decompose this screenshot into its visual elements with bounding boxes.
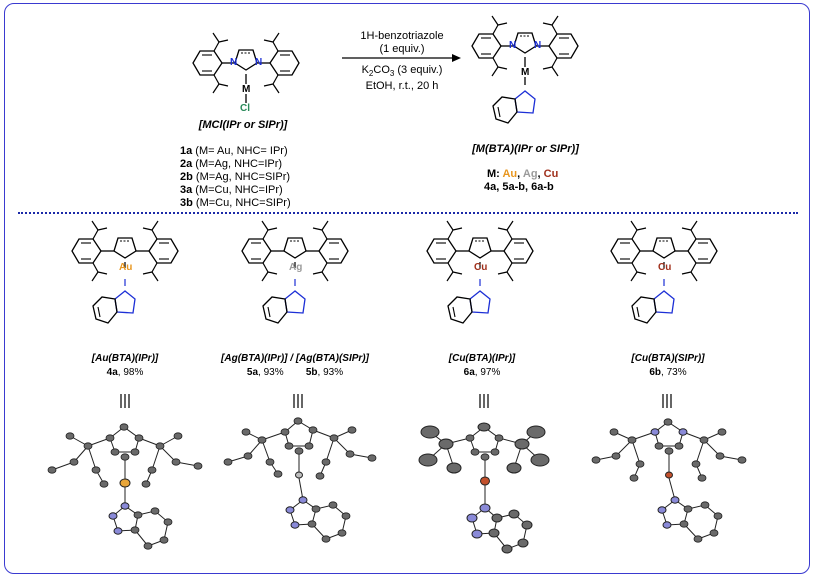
metal-ag-label: Ag — [289, 262, 303, 273]
crystal-structure-4a — [47, 423, 203, 550]
section-separator — [18, 212, 798, 214]
complex-5-structure — [241, 220, 349, 324]
atom-metal: M — [242, 84, 251, 95]
list-item: 1a (M= Au, NHC= IPr) — [180, 145, 288, 157]
atom-n: N — [230, 57, 238, 68]
atom-n: N — [255, 57, 263, 68]
complex-6a-yield: 6a, 97% — [463, 367, 501, 378]
complex-4a-yield: 4a, 98% — [106, 367, 144, 378]
complex-5-yield: 5a, 93% 5b, 93% — [246, 367, 344, 378]
atom-chlorine: Cl — [240, 103, 250, 114]
starting-material-label: [MCl(IPr or SIPr)] — [198, 119, 288, 131]
complex-6a-structure — [426, 220, 534, 324]
atom-n: N — [509, 40, 517, 51]
product-metals: M: Au, Ag, Cu — [487, 168, 559, 180]
crystal-structure-5 — [223, 417, 377, 543]
metal-cu-label: Cu — [474, 262, 488, 273]
metal-cu-label: Cu — [658, 262, 672, 273]
atom-n: N — [534, 40, 542, 51]
list-item: 3b (M=Cu, NHC=SIPr) — [180, 197, 291, 209]
crystal-structure-6b — [591, 418, 747, 543]
starting-compound-list: 1a (M= Au, NHC= IPr) 2a (M=Ag, NHC=IPr) … — [180, 145, 291, 210]
complex-4a-structure — [71, 220, 179, 324]
complex-6b-label: [Cu(BTA)(SIPr)] — [631, 353, 705, 364]
complex-4a-label: [Au(BTA)(IPr)] — [91, 353, 159, 364]
product-numbers: 4a, 5a-b, 6a-b — [484, 181, 554, 193]
figure-frame — [4, 3, 810, 574]
product-label: [M(BTA)(IPr or SIPr)] — [472, 143, 579, 155]
atom-metal: M — [521, 67, 530, 78]
list-item: 3a (M=Cu, NHC=IPr) — [180, 184, 283, 196]
complex-6a-label: [Cu(BTA)(IPr)] — [448, 353, 516, 364]
arrow-head — [452, 54, 461, 62]
product-structure — [471, 15, 579, 124]
reaction-reagent: 1H-benzotriazole (1 equiv.) — [360, 30, 444, 55]
complex-6b-structure — [610, 220, 718, 324]
list-item: 2b (M=Ag, NHC=SIPr) — [180, 171, 291, 183]
starting-material-structure — [192, 32, 300, 103]
equivalence-marks — [120, 394, 672, 408]
list-item: 2a (M=Ag, NHC=IPr) — [180, 158, 283, 170]
reaction-conditions: K2CO3 (3 equiv.) EtOH, r.t., 20 h — [361, 64, 443, 93]
metal-au-label: Au — [119, 262, 133, 273]
complex-6b-yield: 6b, 73% — [649, 367, 687, 378]
crystal-structure-6a — [418, 422, 550, 554]
complex-5-label: [Ag(BTA)(IPr)] / [Ag(BTA)(SIPr)] — [221, 353, 369, 364]
